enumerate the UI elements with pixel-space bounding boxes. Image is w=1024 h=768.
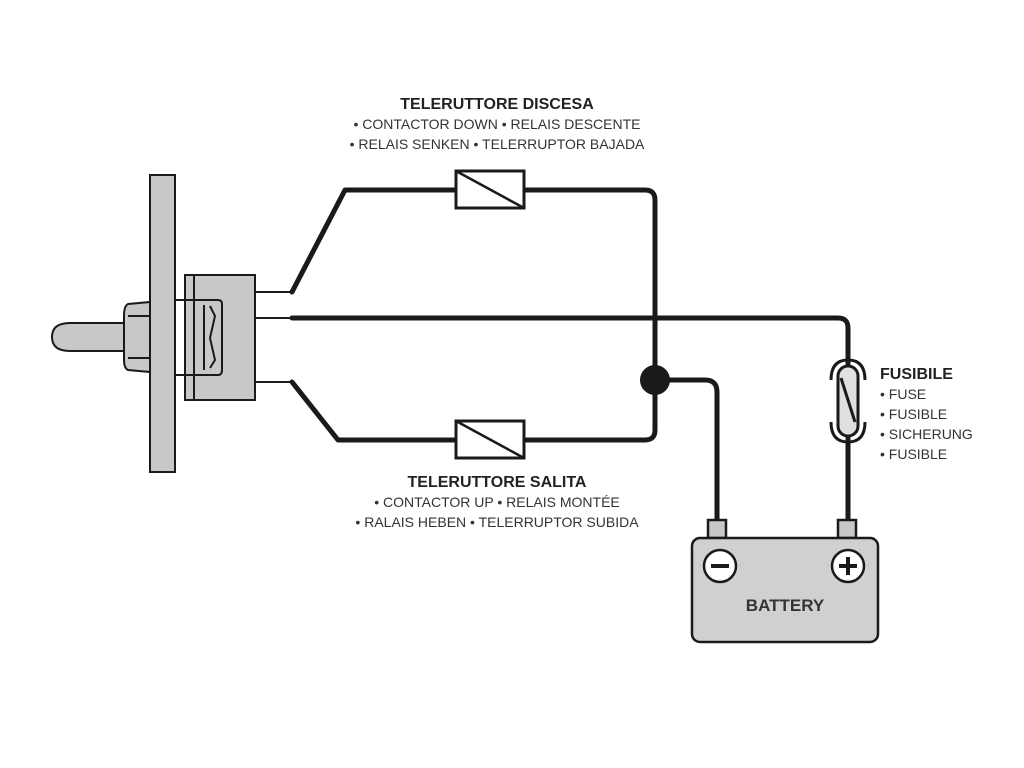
battery-label: BATTERY — [745, 596, 825, 615]
contactor-up-label: TELERUTTORE SALITA • CONTACTOR UP • RELA… — [316, 474, 678, 532]
contactor-up-title: TELERUTTORE SALITA — [407, 474, 587, 491]
contactor-up-line-2: • RALAIS HEBEN • TELERRUPTOR SUBIDA — [355, 514, 639, 530]
contactor-up-line-1: • CONTACTOR UP • RELAIS MONTÉE — [374, 494, 620, 510]
contactor-up-symbol — [454, 419, 526, 460]
fuse-line-2: • FUSIBLE — [880, 406, 948, 422]
contactor-down-line-1: • CONTACTOR DOWN • RELAIS DESCENTE — [353, 116, 641, 132]
wire-junction-battery — [652, 377, 720, 525]
fuse-symbol — [829, 358, 867, 444]
fuse-line-3: • SICHERUNG — [880, 426, 973, 442]
junction-node — [640, 365, 670, 395]
wire-fuse — [289, 315, 851, 371]
wire-contactor-up — [289, 377, 658, 443]
contactor-down-title: TELERUTTORE DISCESA — [400, 96, 594, 113]
contactor-down-line-2: • RELAIS SENKEN • TELERRUPTOR BAJADA — [349, 136, 645, 152]
wire-contactor-down — [289, 187, 658, 383]
toggle-switch — [50, 174, 256, 473]
battery-symbol — [690, 518, 880, 644]
contactor-down-symbol — [454, 169, 526, 210]
fuse-label: FUSIBILE • FUSE • FUSIBLE • SICHERUNG • … — [880, 366, 973, 464]
fuse-title: FUSIBILE — [880, 366, 953, 383]
fuse-line-1: • FUSE — [880, 386, 927, 402]
fuse-line-4: • FUSIBLE — [880, 446, 948, 462]
contactor-down-label: TELERUTTORE DISCESA • CONTACTOR DOWN • R… — [316, 96, 678, 154]
